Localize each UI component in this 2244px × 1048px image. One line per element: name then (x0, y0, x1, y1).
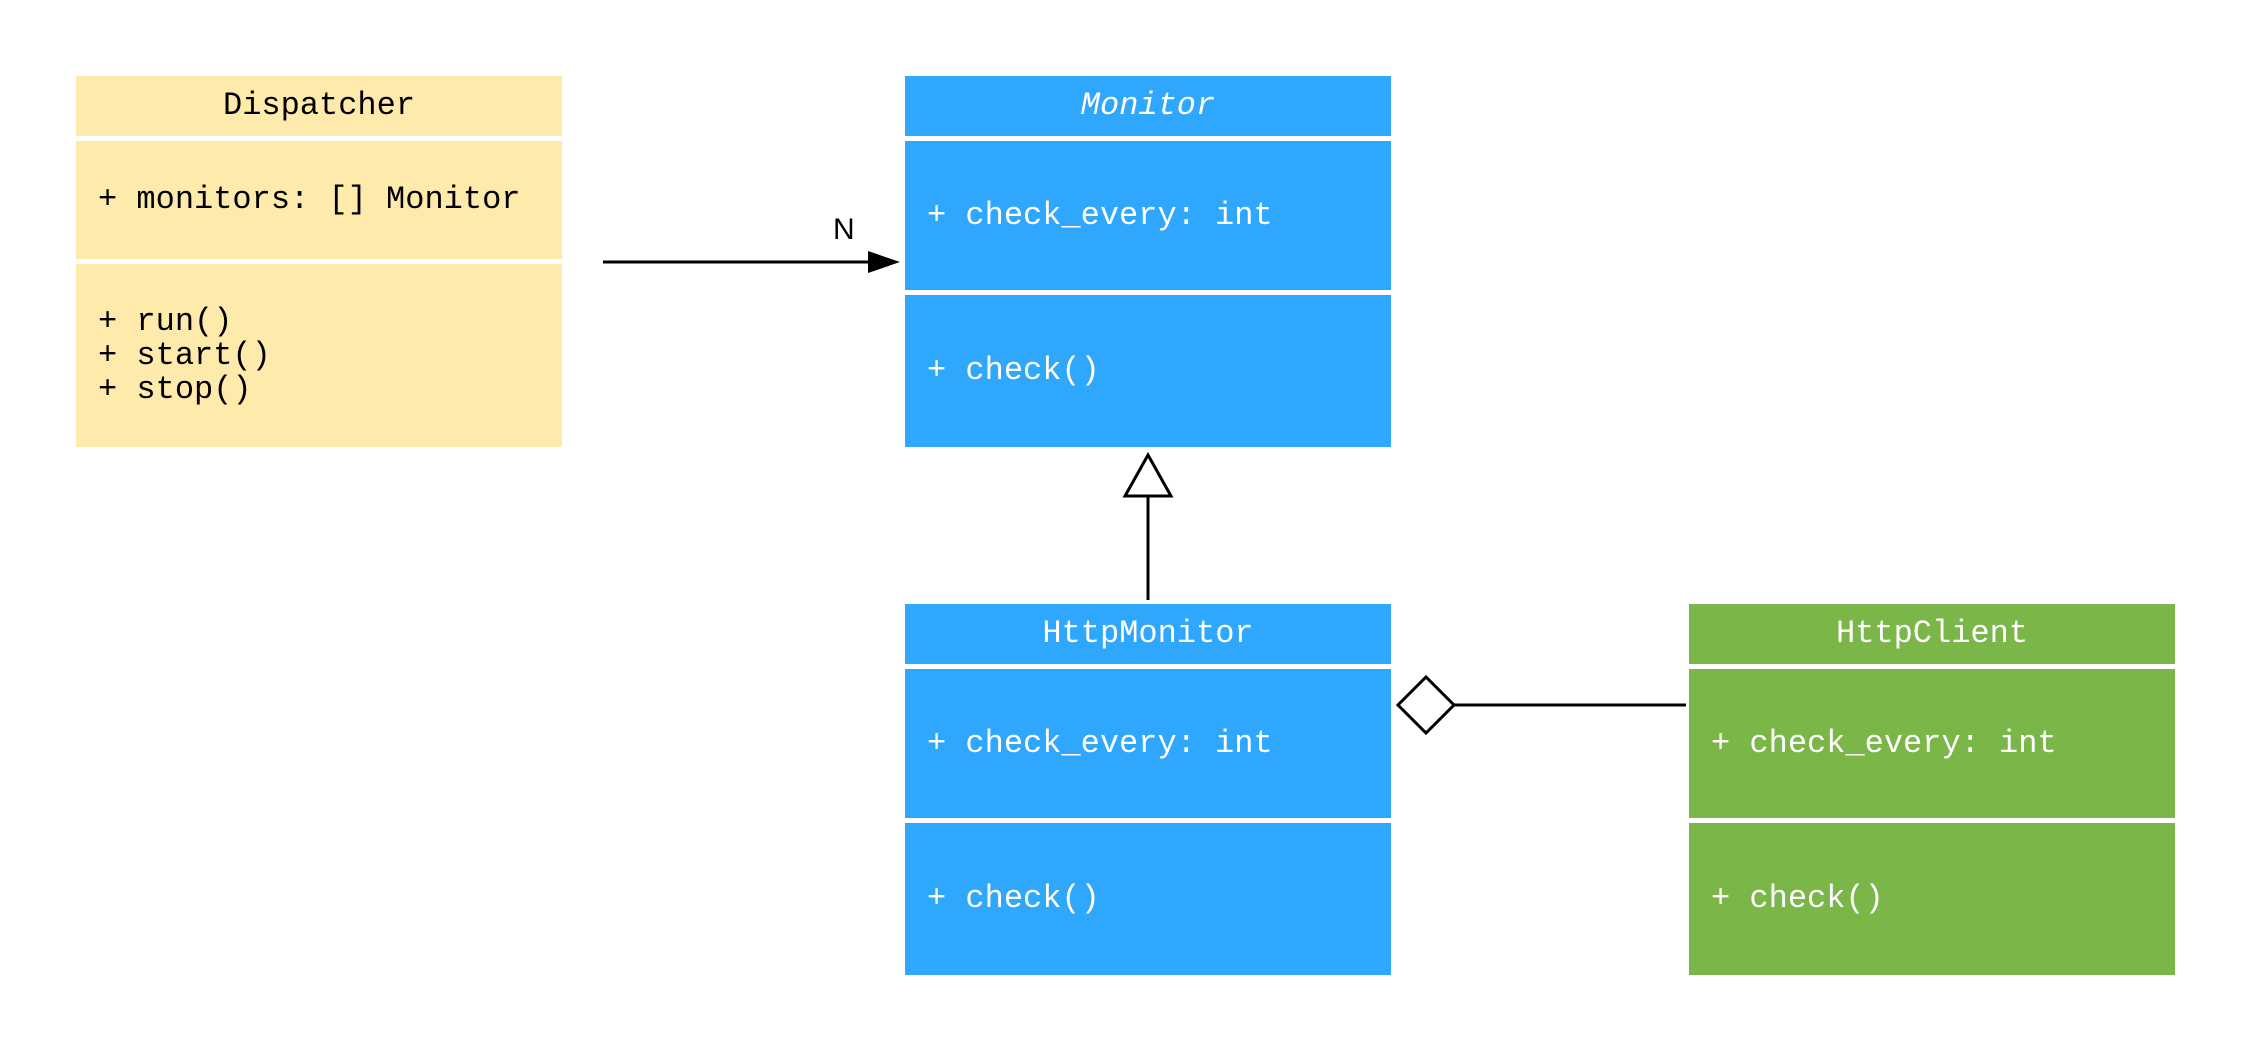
class-attributes: + check_every: int (1689, 669, 2175, 818)
multiplicity-label: N (833, 213, 855, 246)
aggregation-connector (1395, 674, 1686, 736)
class-methods: + check() (905, 295, 1391, 447)
class-methods: + check() (1689, 823, 2175, 975)
class-attributes: + check_every: int (905, 669, 1391, 818)
class-methods: + check() (905, 823, 1391, 975)
class-httpmonitor: HttpMonitor + check_every: int + check() (905, 604, 1391, 975)
class-dispatcher: Dispatcher + monitors: [] Monitor + run(… (76, 76, 562, 447)
class-name: Dispatcher (76, 76, 562, 136)
class-monitor: Monitor + check_every: int + check() (905, 76, 1391, 447)
class-methods: + run() + start() + stop() (76, 264, 562, 447)
generalization-arrow (1122, 451, 1174, 600)
class-attributes: + monitors: [] Monitor (76, 141, 562, 259)
class-attributes: + check_every: int (905, 141, 1391, 290)
class-name: Monitor (905, 76, 1391, 136)
class-name: HttpClient (1689, 604, 2175, 664)
class-name: HttpMonitor (905, 604, 1391, 664)
class-httpclient: HttpClient + check_every: int + check() (1689, 604, 2175, 975)
association-arrow (603, 251, 900, 273)
